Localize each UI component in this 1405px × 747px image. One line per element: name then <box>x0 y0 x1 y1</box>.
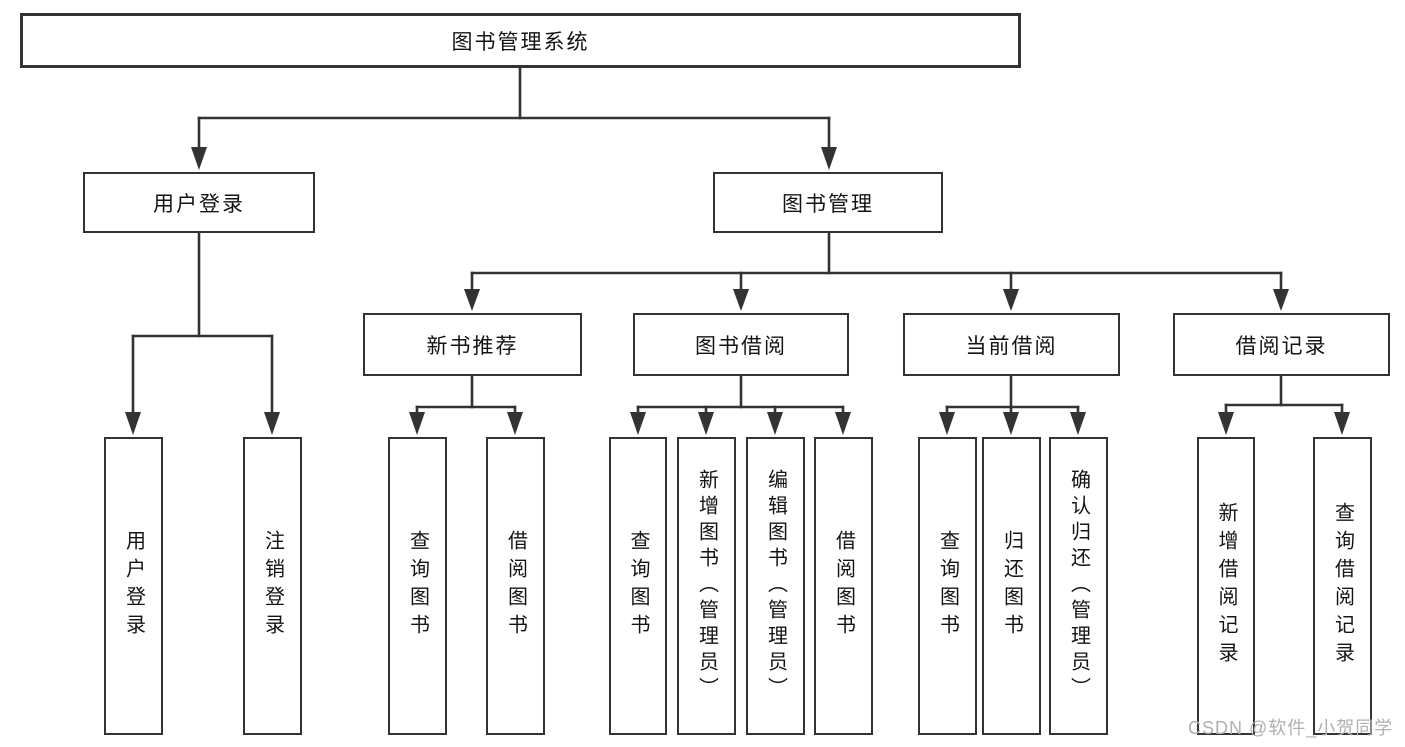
node-label: 图书借阅 <box>695 334 787 358</box>
leaf-newbooks-borrow-books: 借阅图书 <box>486 437 545 735</box>
node-borrowing-records: 借阅记录 <box>1173 313 1390 376</box>
leaf-borrowing-edit-books-admin: 编辑图书（管理员） <box>746 437 805 735</box>
node-user-login: 用户登录 <box>83 172 315 233</box>
connector-records-to-leaves <box>1218 374 1350 435</box>
csdn-watermark: CSDN @软件_小贺同学 <box>1188 718 1394 738</box>
leaf-label: 确认归还（管理员） <box>1067 469 1090 703</box>
leaf-borrowing-add-books-admin: 新增图书（管理员） <box>677 437 736 735</box>
leaf-newbooks-query-books: 查询图书 <box>388 437 447 735</box>
leaf-label: 编辑图书（管理员） <box>764 469 787 703</box>
node-label: 新书推荐 <box>426 334 519 358</box>
node-library-management-system: 图书管理系统 <box>20 13 1021 68</box>
node-new-book-recommendation: 新书推荐 <box>363 313 582 376</box>
connector-borrowing-to-leaves <box>630 374 851 435</box>
leaf-label: 注销登录 <box>261 530 284 642</box>
leaf-label: 查询借阅记录 <box>1331 502 1354 670</box>
leaf-label: 借阅图书 <box>504 530 527 642</box>
connector-book-management-to-level3 <box>464 231 1289 311</box>
connector-root-to-level2 <box>191 66 837 170</box>
connector-new-books-to-leaves <box>409 374 523 435</box>
node-label: 当前借阅 <box>965 334 1058 358</box>
node-label: 图书管理系统 <box>451 30 590 54</box>
leaf-label: 新增图书（管理员） <box>695 469 718 703</box>
node-label: 用户登录 <box>153 192 245 216</box>
leaf-label: 归还图书 <box>1000 530 1023 642</box>
leaf-logout: 注销登录 <box>243 437 302 735</box>
node-label: 借阅记录 <box>1235 334 1328 358</box>
leaf-current-query-books: 查询图书 <box>918 437 977 735</box>
connector-current-to-leaves <box>939 374 1086 435</box>
leaf-label: 借阅图书 <box>832 530 855 642</box>
leaf-current-confirm-return-admin: 确认归还（管理员） <box>1049 437 1108 735</box>
node-book-management: 图书管理 <box>713 172 943 233</box>
leaf-records-add-record: 新增借阅记录 <box>1197 437 1255 735</box>
connector-user-login-to-leaves <box>125 231 280 435</box>
leaf-borrowing-query-books: 查询图书 <box>609 437 667 735</box>
leaf-label: 查询图书 <box>936 530 959 642</box>
leaf-label: 查询图书 <box>406 530 429 642</box>
leaf-label: 查询图书 <box>627 530 649 642</box>
leaf-records-query-record: 查询借阅记录 <box>1313 437 1372 735</box>
leaf-current-return-books: 归还图书 <box>982 437 1041 735</box>
node-book-borrowing: 图书借阅 <box>633 313 849 376</box>
leaf-label: 用户登录 <box>122 530 145 642</box>
node-current-borrowing: 当前借阅 <box>903 313 1120 376</box>
node-label: 图书管理 <box>782 192 874 216</box>
leaf-borrowing-borrow-books: 借阅图书 <box>814 437 873 735</box>
leaf-user-login: 用户登录 <box>104 437 163 735</box>
leaf-label: 新增借阅记录 <box>1215 502 1237 670</box>
